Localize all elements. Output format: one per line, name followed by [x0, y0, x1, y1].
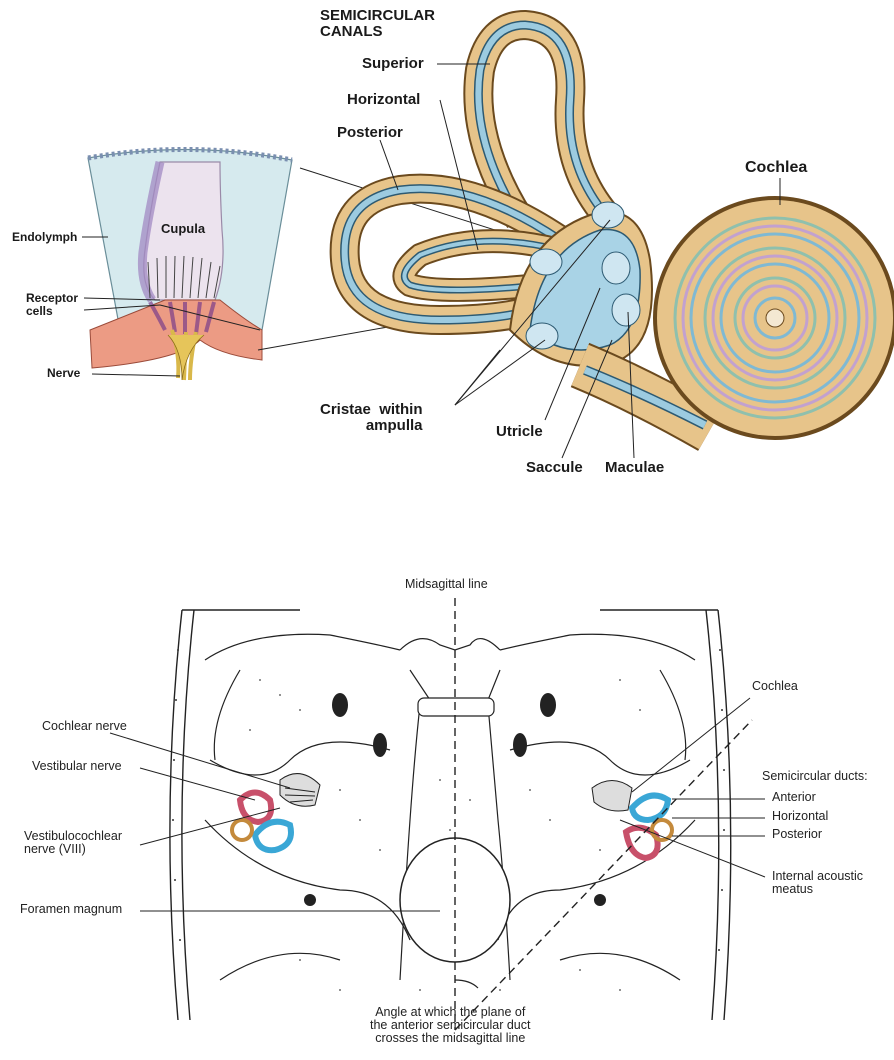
posterior-duct-label: Posterior	[772, 828, 822, 841]
cristae-label: Cristae within ampulla	[320, 402, 423, 434]
left-ear-structures	[232, 774, 320, 851]
receptor-cells-label: Receptor cells	[26, 292, 78, 317]
skull-base-illustration	[0, 560, 894, 1060]
angle-caption: Angle at which the plane of the anterior…	[370, 1006, 530, 1045]
skull-base-diagram: Midsagittal line Cochlear nerve Vestibul…	[0, 560, 894, 1060]
cochlea-label-skull: Cochlea	[752, 680, 798, 693]
cochlea-label: Cochlea	[745, 160, 807, 177]
inner-ear-illustration	[0, 0, 894, 480]
maculae-label: Maculae	[605, 460, 664, 476]
nerve-label: Nerve	[47, 367, 80, 380]
crista-inset	[88, 149, 292, 380]
right-ear-structures	[592, 781, 672, 859]
utricle-label: Utricle	[496, 424, 543, 440]
foramen-magnum-label: Foramen magnum	[20, 903, 122, 916]
semicircular-ducts-label: Semicircular ducts:	[762, 770, 868, 783]
semicircular-canals-heading: SEMICIRCULAR CANALS	[320, 8, 435, 40]
labyrinth	[345, 25, 710, 430]
midsagittal-line-label: Midsagittal line	[405, 578, 488, 591]
endolymph-label: Endolymph	[12, 231, 77, 244]
saccule-label: Saccule	[526, 460, 583, 476]
cupula-label: Cupula	[161, 222, 205, 236]
inner-ear-diagram: SEMICIRCULAR CANALS Superior Horizontal …	[0, 0, 894, 480]
vestibular-nerve-label: Vestibular nerve	[32, 760, 122, 773]
vestibulocochlear-nerve-label: Vestibulocochlear nerve (VIII)	[24, 830, 122, 856]
horizontal-canal-label: Horizontal	[347, 92, 420, 108]
internal-acoustic-meatus-label: Internal acoustic meatus	[772, 870, 863, 896]
superior-canal-label: Superior	[362, 56, 424, 72]
horizontal-duct-label: Horizontal	[772, 810, 828, 823]
posterior-canal-label: Posterior	[337, 125, 403, 141]
cochlea-spiral	[653, 196, 894, 440]
anterior-duct-label: Anterior	[772, 791, 816, 804]
cochlear-nerve-label: Cochlear nerve	[42, 720, 127, 733]
